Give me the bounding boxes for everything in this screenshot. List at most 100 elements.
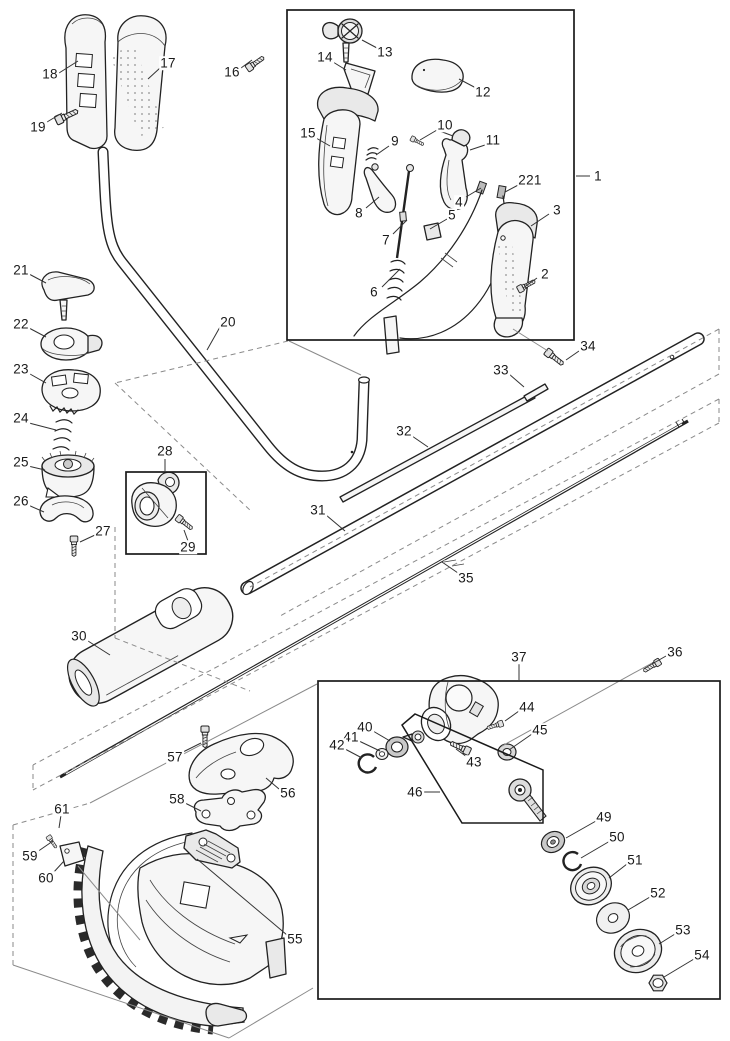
bearing-40 [385, 736, 409, 758]
guide-line-dashed [32, 398, 720, 766]
guide-line [228, 987, 314, 1039]
part-label-6: 6 [369, 284, 379, 300]
handle-tube-20 [97, 146, 371, 482]
guide-line-dashed [12, 802, 91, 826]
part-label-23: 23 [12, 361, 30, 377]
snap-ring-42 [357, 753, 378, 774]
protector-guard-55 [107, 829, 287, 986]
leader-line [530, 213, 550, 227]
leader-line [182, 742, 202, 753]
leader-line [392, 219, 408, 235]
protector-strip-32 [339, 392, 536, 503]
part-label-59: 59 [21, 848, 39, 864]
part-label-53: 53 [674, 922, 692, 938]
leader-line [627, 896, 651, 911]
part-label-8: 8 [354, 205, 364, 221]
part-label-34: 34 [579, 338, 597, 354]
leader-line [28, 273, 47, 284]
part-label-42: 42 [328, 737, 346, 753]
guide-line-dashed [114, 382, 253, 513]
guard-group [45, 725, 294, 1035]
cover-cap-12 [411, 58, 464, 93]
part-label-14: 14 [316, 49, 334, 65]
part-label-221: 221 [517, 172, 543, 188]
clamp-screw-27 [69, 535, 79, 557]
part-label-37: 37 [510, 649, 528, 665]
leader-line [375, 145, 390, 156]
part-label-50: 50 [608, 829, 626, 845]
part-label-20: 20 [219, 314, 237, 330]
receiver-flange-51 [570, 866, 612, 906]
clamp-upper-23 [41, 369, 101, 415]
gear-head-housing [420, 675, 499, 745]
part-label-29: 29 [179, 539, 197, 555]
part-label-4: 4 [454, 194, 464, 210]
leader-line [508, 733, 533, 751]
leader-line [332, 61, 347, 71]
leader-line [28, 327, 47, 338]
part-label-57: 57 [166, 749, 184, 765]
part-label-31: 31 [309, 502, 327, 518]
part-label-13: 13 [376, 44, 394, 60]
part-label-27: 27 [94, 523, 112, 539]
housing-half-15 [316, 86, 379, 216]
leader-line [372, 730, 391, 742]
leader-line [27, 465, 46, 471]
leader-line [441, 561, 459, 574]
leader-line [183, 529, 189, 542]
clamp-washer-52 [595, 902, 631, 934]
leader-line [565, 820, 597, 839]
leader-line [36, 840, 54, 853]
part-label-2: 2 [540, 266, 550, 282]
screw-10 [409, 135, 426, 148]
guide-line [288, 340, 362, 376]
part-label-40: 40 [356, 719, 374, 735]
strip-33 [523, 383, 549, 402]
housing-half-3 [490, 202, 538, 338]
bearing-49 [540, 830, 566, 854]
leader-line [28, 422, 57, 431]
leader-line [663, 958, 695, 978]
cup-cover-53 [613, 928, 663, 974]
clamp-screw-29 [174, 513, 195, 533]
guide-line [12, 964, 230, 1039]
leader-line [455, 748, 468, 758]
leader-line [651, 655, 667, 665]
leader-line [240, 59, 253, 69]
part-label-11: 11 [484, 132, 502, 148]
leader-line [79, 534, 96, 543]
choke-knob-13 [322, 18, 363, 63]
guide-line-dashed [32, 422, 720, 791]
part-label-1: 1 [593, 168, 603, 184]
protector-sleeve-30 [66, 587, 234, 707]
wing-knob-21 [41, 271, 95, 321]
leader-line [429, 218, 448, 230]
leader-line [365, 196, 380, 209]
leader-line [361, 39, 378, 49]
leader-line [52, 860, 65, 874]
part-label-30: 30 [70, 628, 88, 644]
part-label-52: 52 [649, 885, 667, 901]
leader-line [580, 840, 611, 859]
leader-line [315, 137, 331, 147]
pinion-gear [402, 730, 425, 744]
part-label-28: 28 [156, 443, 174, 459]
leader-line [658, 933, 676, 945]
snap-ring-50 [562, 850, 583, 872]
part-label-18: 18 [41, 66, 59, 82]
part-label-58: 58 [168, 791, 186, 807]
leader-line [27, 504, 45, 513]
part-label-16: 16 [223, 64, 241, 80]
cable-rod-7 [395, 164, 414, 259]
throttle-cable-4 [353, 180, 488, 337]
front-grip-assembly [53, 14, 267, 152]
part-label-32: 32 [395, 423, 413, 439]
throttle-trigger-8 [363, 163, 397, 213]
leader-line [381, 268, 401, 288]
part-label-51: 51 [626, 852, 644, 868]
leader-line [458, 78, 477, 89]
leader-line [184, 802, 202, 812]
leader-line [196, 858, 288, 936]
block-5 [423, 222, 442, 241]
